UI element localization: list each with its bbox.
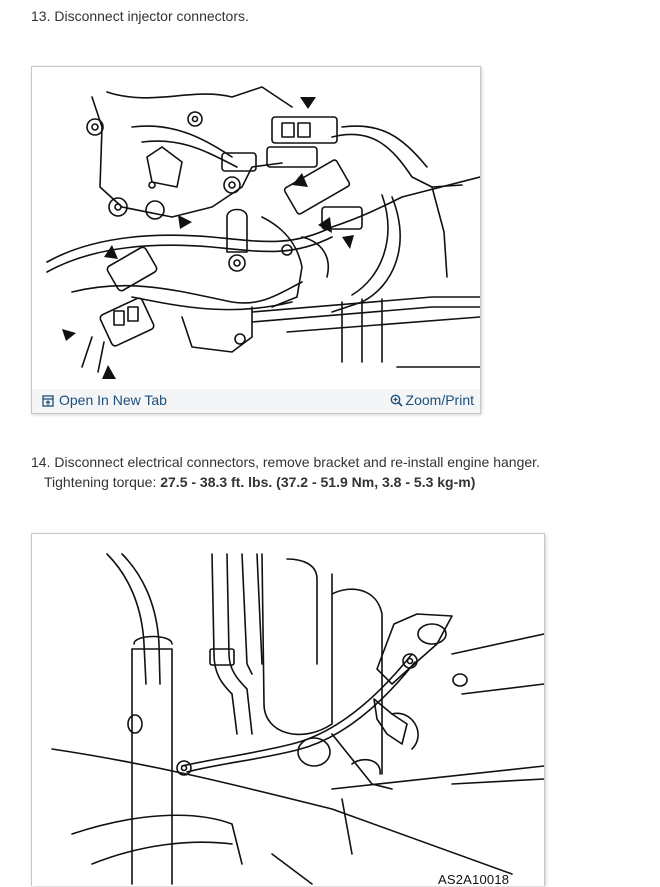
figure-bracket-engine-hanger: AS2A10018 [31, 533, 545, 887]
open-new-tab-label: Open In New Tab [59, 392, 167, 408]
zoom-print-label: Zoom/Print [405, 392, 474, 408]
torque-value: 27.5 - 38.3 ft. lbs. (37.2 - 51.9 Nm, 3.… [160, 474, 476, 490]
zoom-print-link[interactable]: Zoom/Print [390, 392, 474, 408]
step-14-instruction: 14. Disconnect electrical connectors, re… [31, 454, 540, 470]
figure-injector-connectors: Open In New Tab Zoom/Print [31, 66, 481, 414]
bracket-illustration [51, 553, 544, 885]
open-tab-icon [42, 395, 54, 407]
figure-caption: AS2A10018 [438, 872, 510, 887]
step-13-instruction: 13. Disconnect injector connectors. [31, 8, 249, 24]
open-new-tab-link[interactable]: Open In New Tab [42, 392, 167, 408]
zoom-icon [390, 394, 403, 407]
tightening-torque: Tightening torque: 27.5 - 38.3 ft. lbs. … [44, 472, 475, 492]
figure-toolbar: Open In New Tab Zoom/Print [32, 389, 480, 413]
torque-prefix: Tightening torque: [44, 474, 161, 490]
injector-connector-illustration [46, 86, 480, 379]
